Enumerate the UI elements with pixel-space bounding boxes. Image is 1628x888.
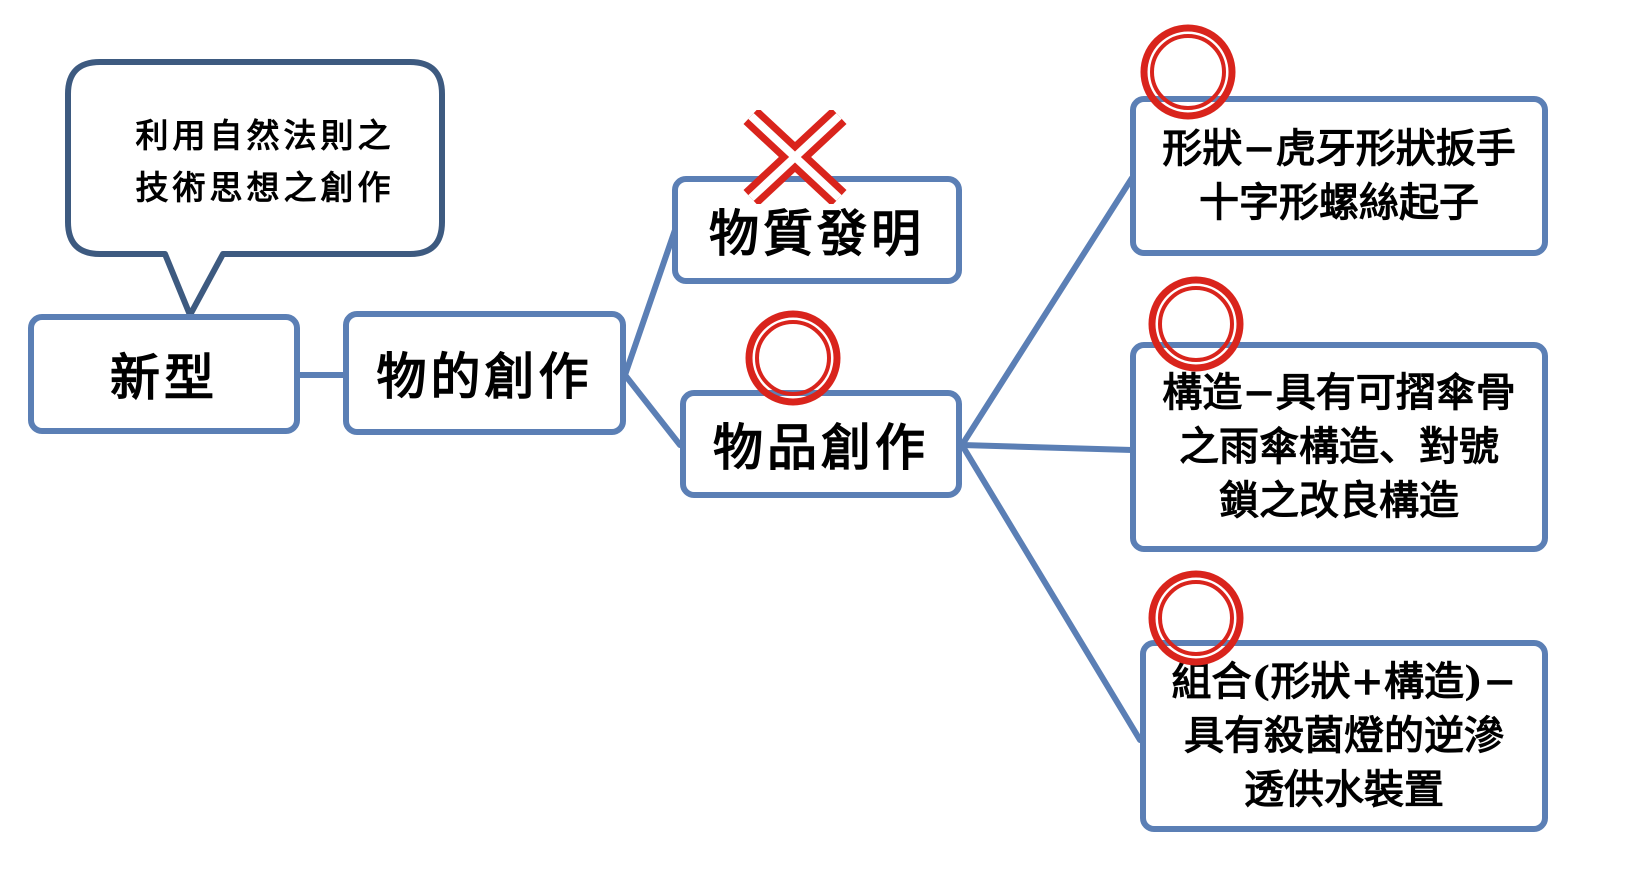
callout-line: 利用自然法則之: [135, 116, 395, 155]
circle-mark-icon: [1140, 24, 1236, 120]
node-article-creation-label: 物品創作: [713, 418, 929, 477]
connector-level1-article: [622, 372, 683, 448]
node-combination-line: 透供水裝置: [1244, 766, 1444, 813]
circle-mark-icon: [1148, 276, 1244, 372]
node-shape: 形狀−虎牙形狀扳手 十字形螺絲起子: [1130, 96, 1548, 256]
node-shape-line: 十字形螺絲起子: [1199, 179, 1479, 226]
node-combination: 組合(形狀+構造)− 具有殺菌燈的逆滲 透供水裝置: [1140, 640, 1548, 832]
node-structure-line: 鎖之改良構造: [1219, 477, 1459, 524]
node-level1-label: 物的創作: [376, 347, 593, 406]
node-structure-line: 之雨傘構造、對號: [1179, 423, 1499, 470]
node-root: 新型: [28, 314, 300, 434]
node-level1: 物的創作: [343, 311, 626, 435]
node-material-invention: 物質發明: [672, 176, 962, 284]
node-root-label: 新型: [110, 348, 218, 407]
callout-line: 技術思想之創作: [135, 168, 395, 207]
callout-bubble: [65, 59, 445, 318]
connector-article-shape: [959, 175, 1135, 448]
circle-mark-icon: [1148, 570, 1244, 666]
node-structure: 構造−具有可摺傘骨 之雨傘構造、對號 鎖之改良構造: [1130, 342, 1548, 552]
connector-article-combination: [959, 442, 1143, 743]
node-material-invention-label: 物質發明: [709, 204, 925, 263]
callout-text: 利用自然法則之 技術思想之創作: [70, 110, 460, 214]
node-shape-line: 形狀−虎牙形狀扳手: [1162, 125, 1516, 172]
circle-mark-icon: [745, 310, 841, 406]
connector-level1-material: [622, 227, 678, 378]
node-article-creation: 物品創作: [680, 390, 962, 498]
connector-article-structure: [959, 442, 1135, 453]
cross-mark-icon: [743, 110, 847, 204]
node-combination-line: 具有殺菌燈的逆滲: [1184, 712, 1504, 759]
node-structure-line: 構造−具有可摺傘骨: [1162, 369, 1516, 416]
node-combination-line: 組合(形狀+構造)−: [1171, 658, 1517, 705]
